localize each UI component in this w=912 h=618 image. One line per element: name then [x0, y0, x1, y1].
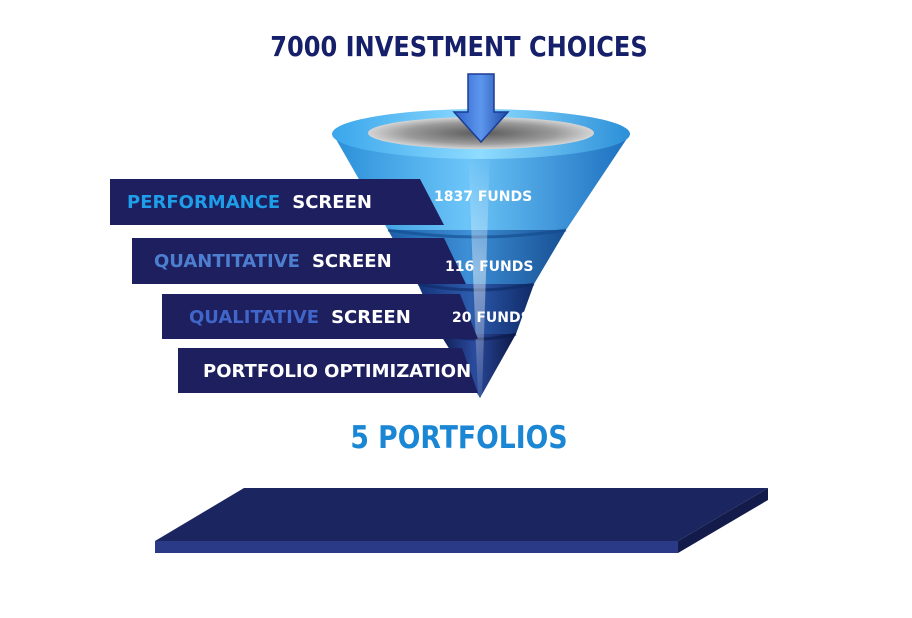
stage-label-quantitative: QUANTITATIVE SCREEN [154, 238, 392, 284]
stage-rest: SCREEN [331, 306, 411, 328]
stage-rest: PORTFOLIO OPTIMIZATION [203, 360, 472, 382]
stage-bar-4 [178, 348, 478, 393]
stage-rest: SCREEN [311, 250, 392, 272]
fund-count-quantitative: 116 FUNDS [445, 259, 534, 275]
stage-label-qualitative: QUALITATIVE SCREEN [189, 294, 411, 340]
platform-icon [155, 488, 768, 553]
result-portfolios: 5 PORTFOLIOS [350, 420, 568, 456]
stage-label-performance: PERFORMANCE SCREEN [127, 179, 372, 225]
fund-count-performance: 1837 FUNDS [434, 189, 533, 205]
stage-bar-1 [110, 179, 444, 225]
stage-bar-2 [132, 238, 466, 284]
stage-highlight: QUANTITATIVE [154, 250, 300, 272]
stage-highlight: PERFORMANCE [127, 191, 281, 213]
stage-label-portfolio-optimization: PORTFOLIO OPTIMIZATION [203, 348, 471, 394]
stage-rest: SCREEN [292, 191, 372, 213]
stage-bar-3 [162, 294, 478, 339]
stage-highlight: QUALITATIVE [189, 306, 320, 328]
down-arrow-icon [452, 73, 510, 144]
title: 7000 INVESTMENT CHOICES [270, 30, 648, 63]
fund-count-qualitative: 20 FUNDS [452, 310, 531, 326]
